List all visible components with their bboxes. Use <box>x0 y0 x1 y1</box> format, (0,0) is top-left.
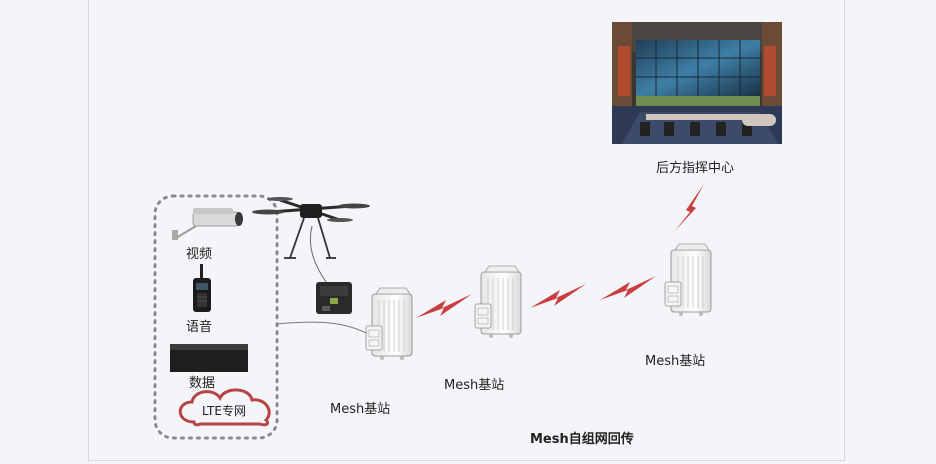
label-video: 视频 <box>186 247 213 262</box>
terminal-group-border <box>153 194 279 440</box>
label-data: 数据 <box>189 376 216 391</box>
mesh-base-station-icon <box>474 265 522 339</box>
cctv-camera-icon <box>172 208 243 240</box>
label-voice: 语音 <box>186 320 213 335</box>
label-station-3: Mesh基站 <box>645 354 706 369</box>
drone-icon <box>252 197 370 259</box>
ground-control-box-icon <box>316 282 352 314</box>
label-lte: LTE专网 <box>202 404 246 418</box>
control-room-photo <box>612 22 782 144</box>
label-station-2: Mesh基站 <box>444 378 505 393</box>
lightning-link-icon <box>674 184 704 232</box>
label-command-center: 后方指挥中心 <box>656 161 735 176</box>
label-station-1: Mesh基站 <box>330 402 391 417</box>
diagram-caption: Mesh自组网回传 <box>530 432 634 447</box>
mesh-base-station-icon <box>365 287 413 361</box>
cable <box>276 321 369 335</box>
cloud-icon <box>178 388 271 427</box>
lightning-link-icon <box>530 284 586 308</box>
walkie-talkie-icon <box>193 264 211 312</box>
lightning-link-icon <box>416 294 472 318</box>
lightning-link-icon <box>600 276 656 300</box>
mesh-base-station-icon <box>664 243 712 317</box>
